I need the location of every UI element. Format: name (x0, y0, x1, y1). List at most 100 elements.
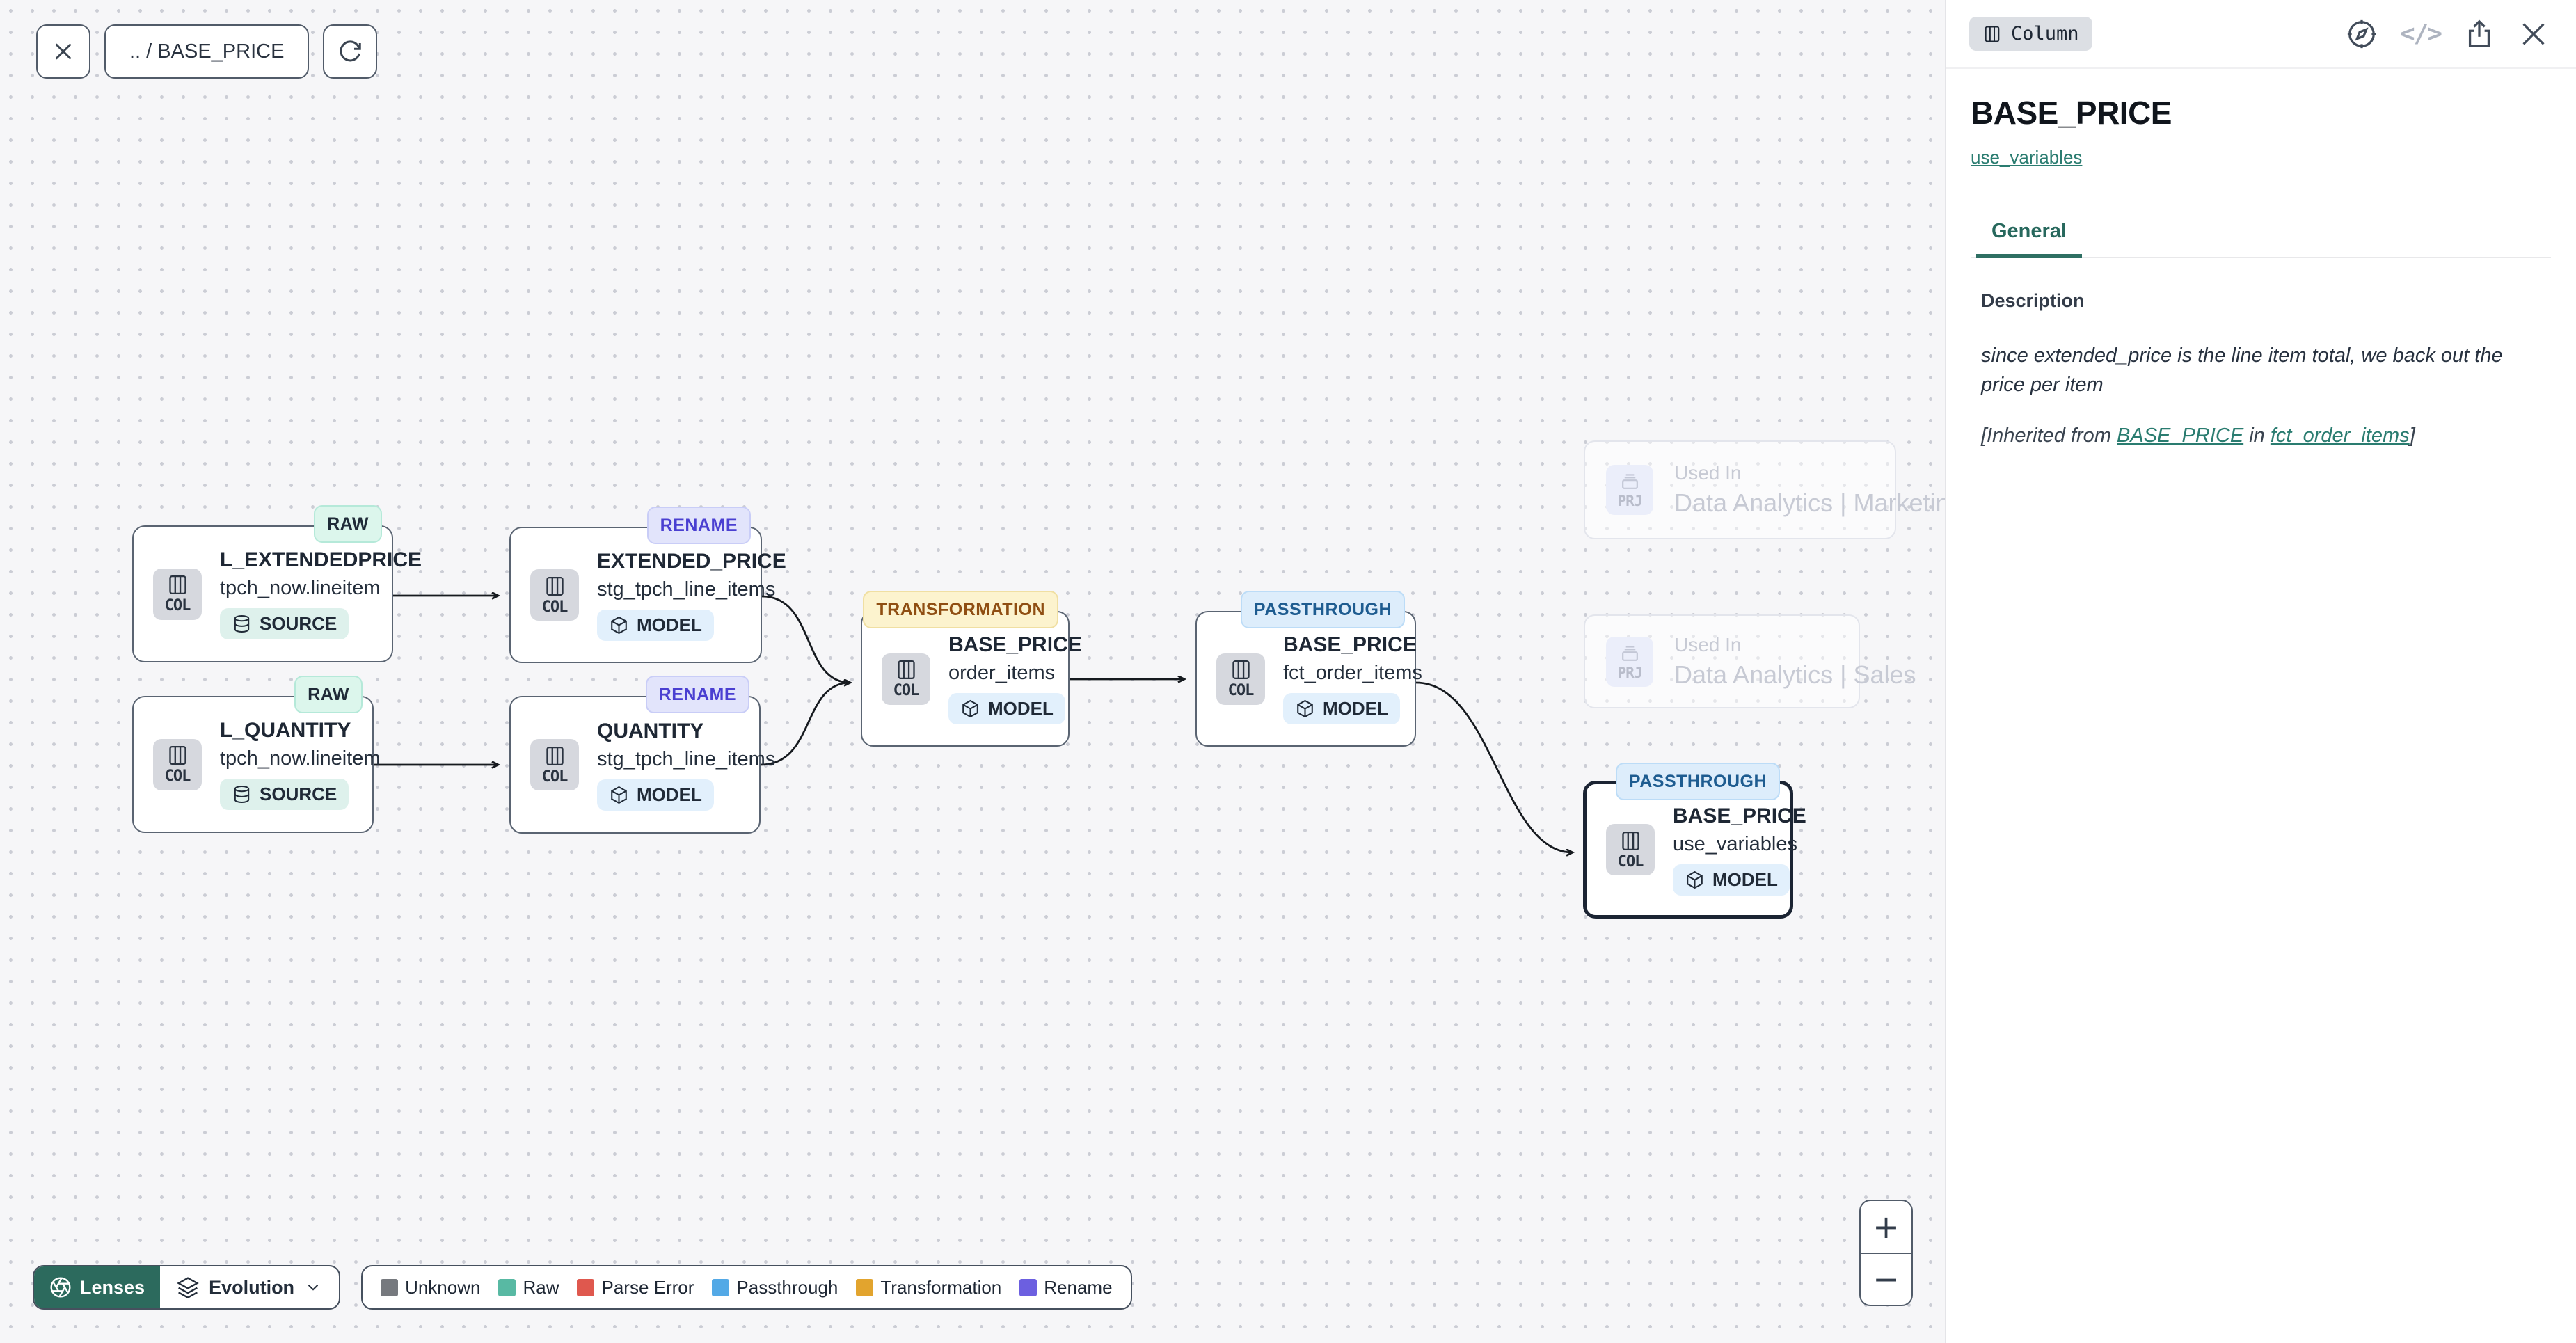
node-subtitle: stg_tpch_line_items (597, 578, 776, 601)
column-entity-chip: COL (153, 568, 202, 620)
node-subtitle: fct_order_items (1283, 662, 1422, 684)
column-entity-chip: COL (1606, 824, 1655, 875)
column-entity-chip: COL (530, 569, 579, 621)
used-in-label: Used In (1674, 462, 1742, 484)
inherited-model-link[interactable]: fct_order_items (2270, 424, 2410, 447)
entity-type-badge: Column (1969, 17, 2092, 51)
tab-general[interactable]: General (1976, 210, 2082, 258)
lens-selected-label: Evolution (209, 1276, 295, 1298)
close-lineage-button[interactable] (36, 24, 90, 79)
description-section: Description since extended_price is the … (1946, 258, 2576, 447)
description-body: since extended_price is the line item to… (1981, 344, 2503, 397)
asset-type-badge: SOURCE (220, 779, 349, 810)
description-inherited: [Inherited from BASE_PRICE in fct_order_… (1981, 424, 2415, 447)
project-icon (1621, 645, 1638, 661)
panel-tabs: General (1971, 210, 2551, 258)
project-icon (1621, 474, 1638, 489)
node-subtitle: use_variables (1673, 832, 1797, 855)
lenses-label: Lenses (80, 1276, 145, 1298)
node-subtitle: order_items (948, 662, 1056, 684)
column-entity-chip: COL (530, 739, 579, 790)
legend-item-passthrough: Passthrough (712, 1277, 838, 1298)
compass-icon (2347, 19, 2376, 48)
view-code-button[interactable]: </> (2399, 19, 2442, 48)
asset-type-badge: MODEL (948, 693, 1065, 724)
lenses-button[interactable]: Lenses (34, 1266, 161, 1308)
node-title: L_QUANTITY (220, 719, 351, 742)
close-panel-button[interactable] (2518, 18, 2550, 50)
columns-icon (897, 660, 915, 680)
description-label: Description (1981, 290, 2085, 311)
project-node-sales[interactable]: PRJ Used In Data Analytics | Sales (1584, 614, 1916, 708)
share-button[interactable] (2463, 18, 2495, 50)
layers-icon (177, 1277, 199, 1298)
legend-swatch (1019, 1278, 1037, 1296)
node-subtitle: stg_tpch_line_items (597, 747, 776, 770)
columns-icon (1232, 660, 1250, 680)
evolution-badge: RAW (314, 505, 382, 543)
lens-selector: Lenses Evolution (33, 1265, 341, 1310)
breadcrumb[interactable]: .. / BASE_PRICE (104, 24, 310, 79)
zoom-in-button[interactable]: + (1861, 1201, 1911, 1254)
explore-lineage-button[interactable] (2346, 18, 2378, 50)
asset-type-badge: MODEL (1283, 693, 1400, 724)
column-entity-chip: COL (882, 653, 930, 705)
legend-swatch (712, 1278, 730, 1296)
refresh-button[interactable] (323, 24, 378, 79)
model-cube-icon (611, 616, 627, 634)
code-icon: </> (2399, 19, 2442, 48)
asset-type-badge: MODEL (597, 779, 714, 811)
evolution-badge: PASSTHROUGH (1240, 591, 1405, 628)
evolution-badge: RENAME (646, 507, 751, 544)
panel-title: BASE_PRICE (1971, 95, 2172, 131)
database-icon (234, 785, 250, 804)
project-entity-chip: PRJ (1606, 636, 1653, 687)
node-title: BASE_PRICE (1283, 633, 1417, 656)
evolution-badge: TRANSFORMATION (863, 591, 1058, 628)
legend-item-parse-error: Parse Error (577, 1277, 694, 1298)
canvas-toolbar: .. / BASE_PRICE (36, 24, 378, 79)
project-title: Data Analytics | Sales (1674, 660, 1916, 689)
model-cube-icon (611, 786, 627, 804)
asset-type-badge: MODEL (597, 609, 714, 641)
used-in-label: Used In (1674, 633, 1742, 655)
columns-icon (168, 575, 186, 595)
column-entity-chip: COL (1216, 653, 1265, 705)
columns-icon (168, 745, 186, 765)
node-subtitle: tpch_now.lineitem (220, 577, 381, 599)
legend-item-transformation: Transformation (856, 1277, 1001, 1298)
panel-header: Column </> (1946, 0, 2576, 69)
model-cube-icon (962, 699, 978, 718)
evolution-badge: PASSTHROUGH (1615, 763, 1780, 800)
legend-swatch (577, 1278, 595, 1296)
node-title: QUANTITY (597, 719, 704, 742)
close-icon (2522, 22, 2545, 45)
legend-swatch (498, 1278, 516, 1296)
zoom-out-button[interactable]: − (1873, 1260, 1900, 1298)
asset-type-badge: MODEL (1673, 864, 1790, 896)
share-icon (2468, 19, 2490, 47)
columns-icon (546, 576, 564, 596)
panel-header-icons: </> (2346, 18, 2550, 50)
database-icon (234, 614, 250, 633)
model-link[interactable]: use_variables (1971, 147, 2083, 168)
lens-dropdown[interactable]: Evolution (160, 1266, 339, 1308)
inherited-column-link[interactable]: BASE_PRICE (2117, 424, 2244, 447)
detail-panel: Column </> BASE_PRICE use_variables Gene… (1945, 0, 2576, 1343)
evolution-badge: RAW (294, 676, 363, 713)
column-entity-chip: COL (153, 738, 202, 790)
legend-item-raw: Raw (498, 1277, 559, 1298)
refresh-icon (340, 40, 362, 62)
zoom-controls: + − (1859, 1200, 1913, 1306)
columns-icon (1985, 26, 2000, 42)
legend-swatch (381, 1278, 399, 1296)
